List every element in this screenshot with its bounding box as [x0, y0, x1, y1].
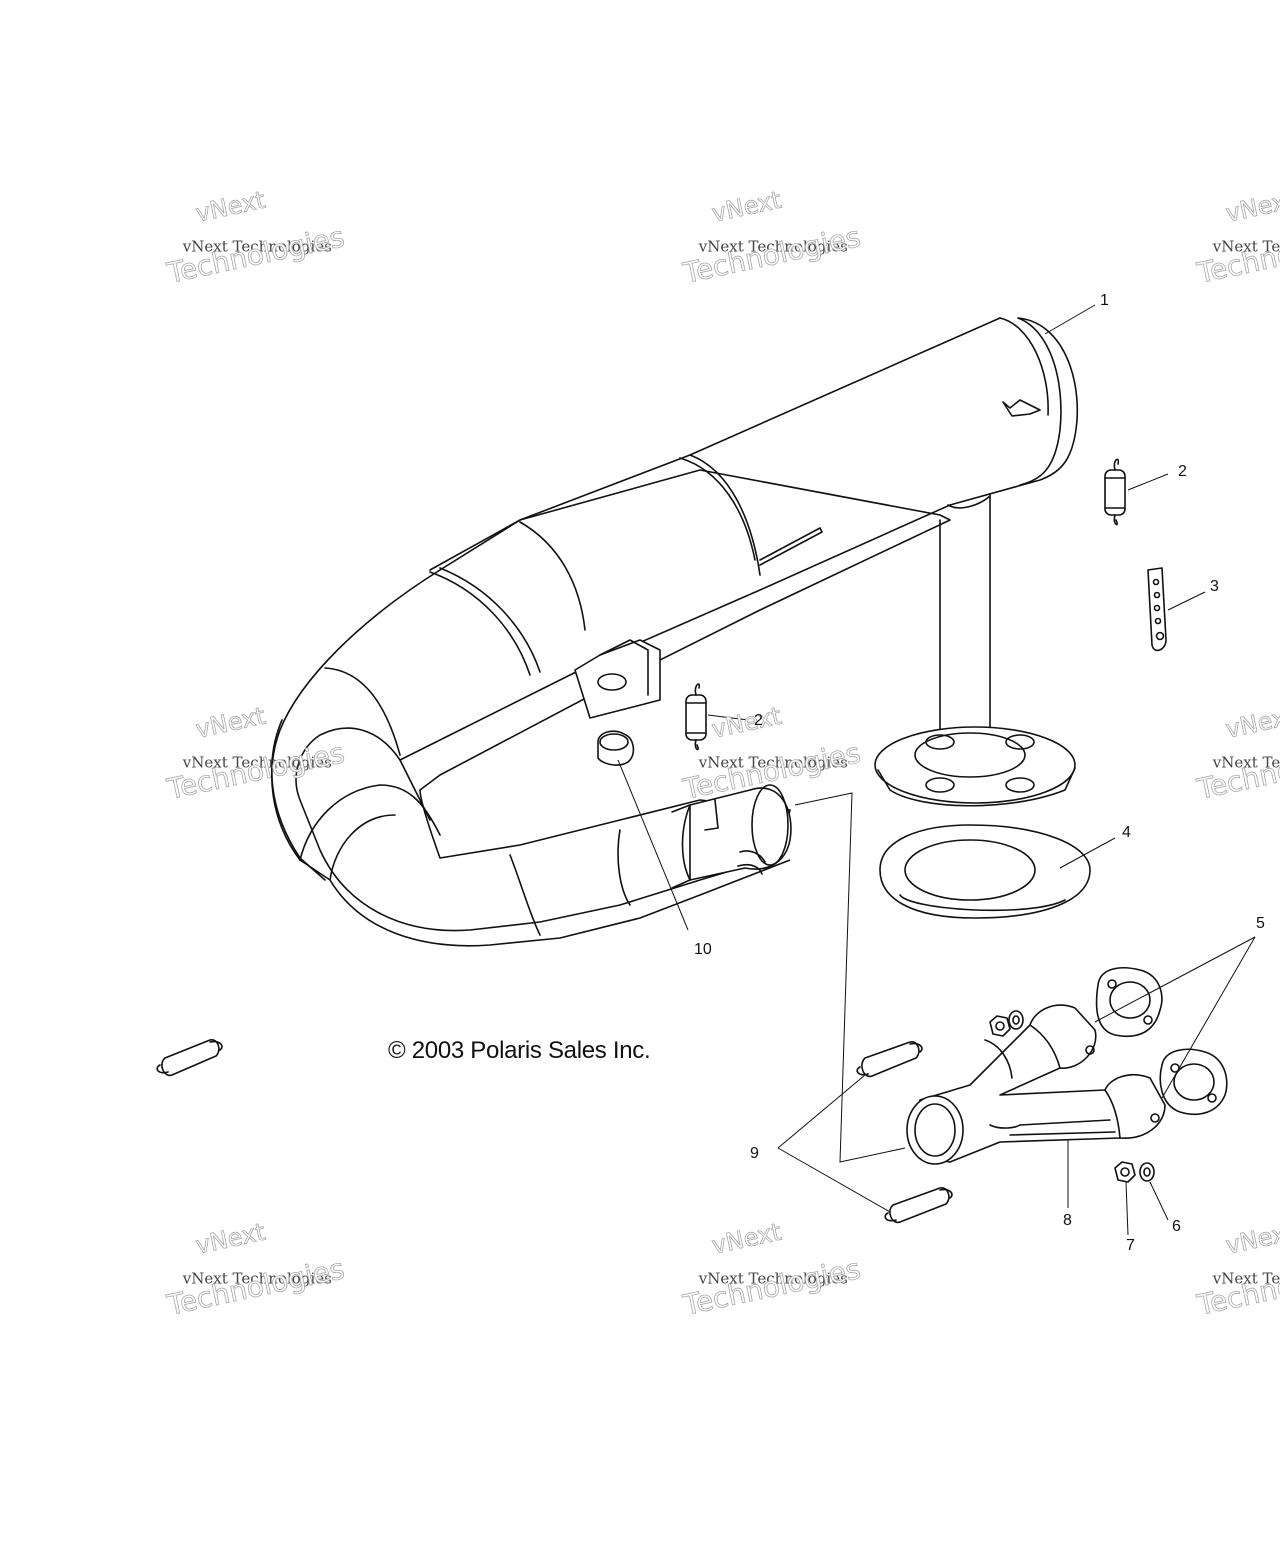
callout-2-lower: 2 — [754, 712, 763, 729]
callout-5: 5 — [1256, 915, 1265, 932]
part-6-washer-top — [1008, 1010, 1024, 1030]
part-2-spring-lower — [685, 683, 707, 751]
part-10-grommet — [597, 730, 635, 766]
part-2-spring-upper — [1104, 458, 1126, 526]
callout-9: 9 — [750, 1145, 759, 1162]
part-6-washer-bottom — [1139, 1162, 1155, 1182]
leader-lines — [617, 304, 1256, 1236]
part-9-spring-mid — [856, 1041, 923, 1078]
part-5-gasket-top — [1095, 967, 1163, 1037]
part-9-spring-lower — [884, 1187, 953, 1224]
callout-3: 3 — [1210, 578, 1219, 595]
part-9-spring-upper — [156, 1039, 223, 1077]
callout-2-upper: 2 — [1178, 463, 1187, 480]
part-5-gasket-bottom — [1159, 1048, 1228, 1116]
part-7-nut-bottom — [1114, 1161, 1136, 1183]
callout-4: 4 — [1122, 824, 1131, 841]
callout-10: 10 — [694, 941, 712, 958]
part-4-gasket — [879, 824, 1091, 919]
callout-1: 1 — [1100, 292, 1109, 309]
callout-8: 8 — [1063, 1212, 1072, 1229]
callout-7: 7 — [1126, 1237, 1135, 1254]
part-1-muffler — [270, 317, 1079, 947]
copyright-notice: © 2003 Polaris Sales Inc. — [388, 1037, 651, 1064]
part-7-nut-top — [989, 1015, 1011, 1037]
part-8-y-pipe — [906, 1004, 1166, 1165]
part-3-bracket — [1147, 567, 1167, 652]
callout-6: 6 — [1172, 1218, 1181, 1235]
